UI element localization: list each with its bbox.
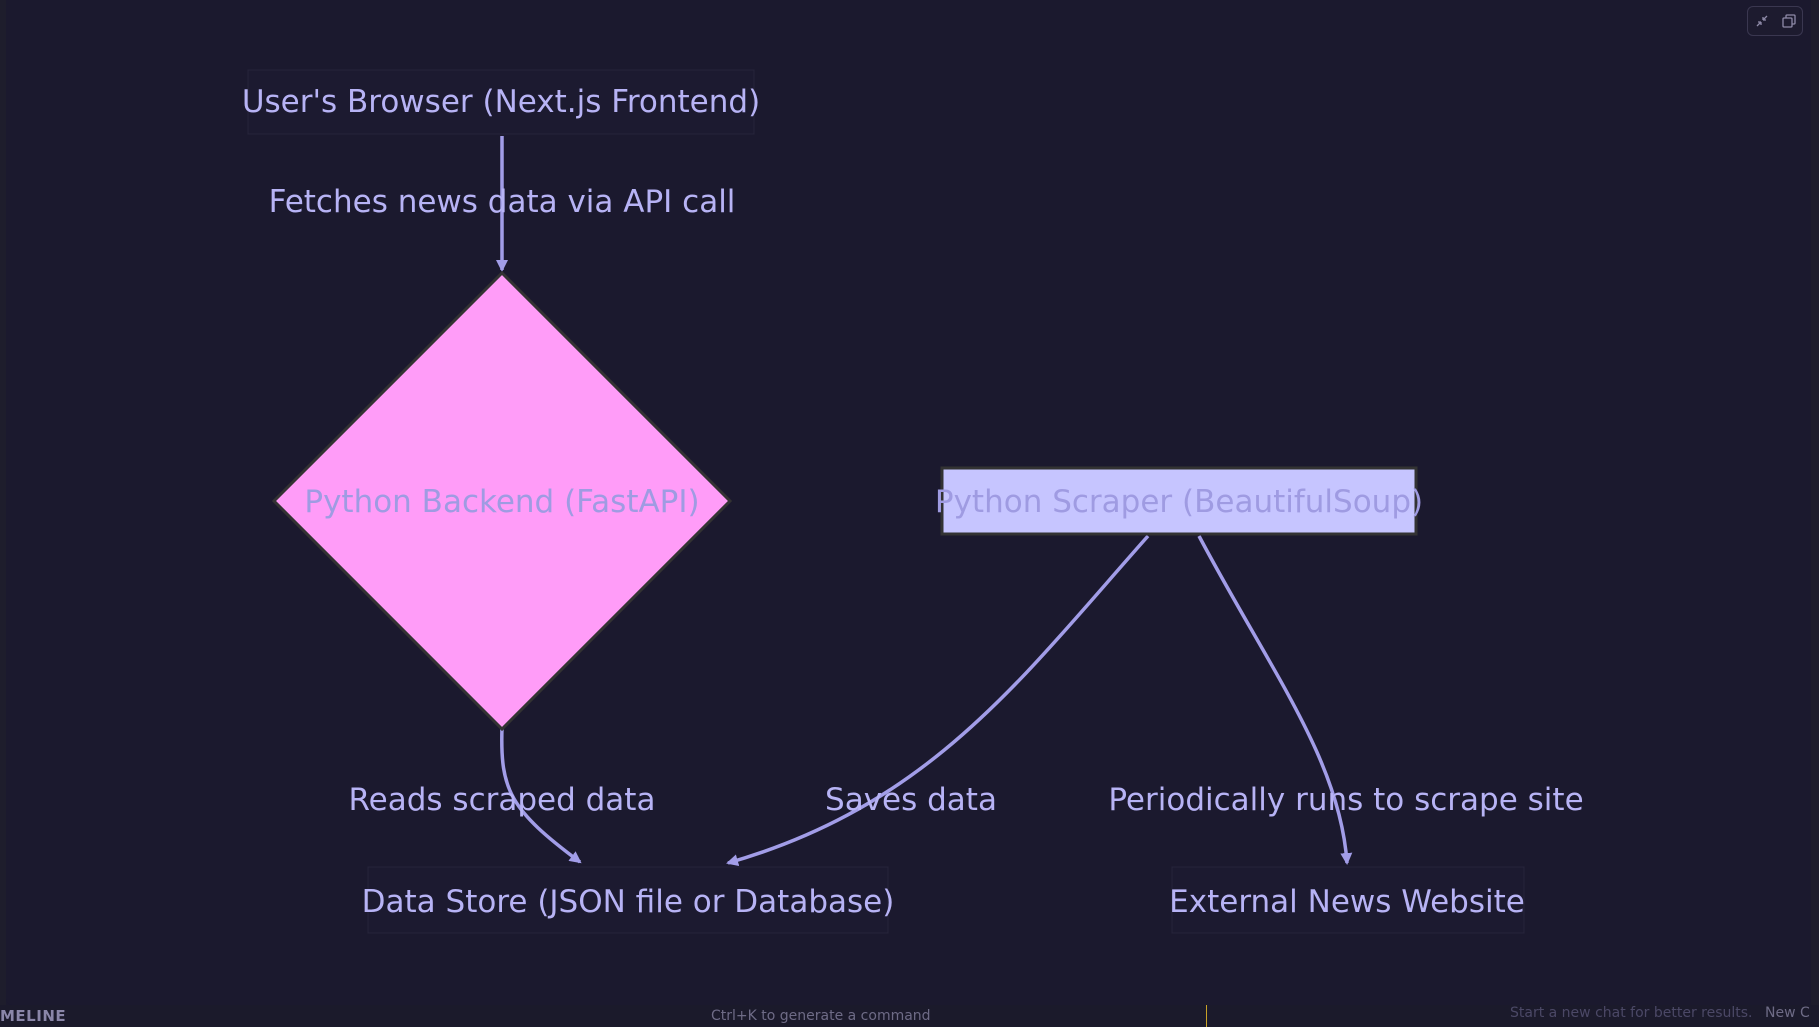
- command-hint: Ctrl+K to generate a command: [711, 1008, 931, 1024]
- edge-scraper-external: [1197, 535, 1353, 865]
- new-chat-hint: Start a new chat for better results.: [1510, 1005, 1753, 1021]
- node-scraper: Python Scraper (BeautifulSoup): [935, 466, 1423, 536]
- node-backend: Python Backend (FastAPI): [271, 270, 733, 732]
- flowchart: Fetches news data via API call Reads scr…: [241, 69, 1584, 934]
- edge-backend-datastore: [500, 727, 582, 864]
- copy-icon[interactable]: [1778, 10, 1800, 32]
- edge-label-reads: Reads scraped data: [349, 782, 656, 818]
- collapse-icon[interactable]: [1751, 10, 1773, 32]
- node-datastore-label: Data Store (JSON file or Database): [362, 884, 895, 920]
- node-datastore: Data Store (JSON file or Database): [362, 866, 895, 934]
- edge-label-saves: Saves data: [825, 782, 997, 818]
- status-bar: MELINE Ctrl+K to generate a command Star…: [0, 1005, 1819, 1027]
- node-external-label: External News Website: [1169, 884, 1525, 920]
- status-divider: [1206, 1005, 1207, 1027]
- background-edge-left: [0, 0, 6, 1005]
- node-browser-label: User's Browser (Next.js Frontend): [242, 84, 760, 120]
- background-edge-right: [1811, 0, 1819, 1005]
- node-external: External News Website: [1169, 866, 1525, 934]
- new-chat-link[interactable]: New C: [1765, 1005, 1810, 1021]
- panel-controls: [1747, 6, 1803, 36]
- edge-label-periodically: Periodically runs to scrape site: [1108, 782, 1583, 818]
- node-scraper-label: Python Scraper (BeautifulSoup): [935, 484, 1423, 520]
- edge-scraper-datastore: [726, 534, 1150, 867]
- node-browser: User's Browser (Next.js Frontend): [242, 69, 760, 135]
- node-backend-label: Python Backend (FastAPI): [304, 484, 699, 520]
- edge-label-fetches: Fetches news data via API call: [269, 184, 736, 220]
- timeline-label[interactable]: MELINE: [0, 1007, 67, 1025]
